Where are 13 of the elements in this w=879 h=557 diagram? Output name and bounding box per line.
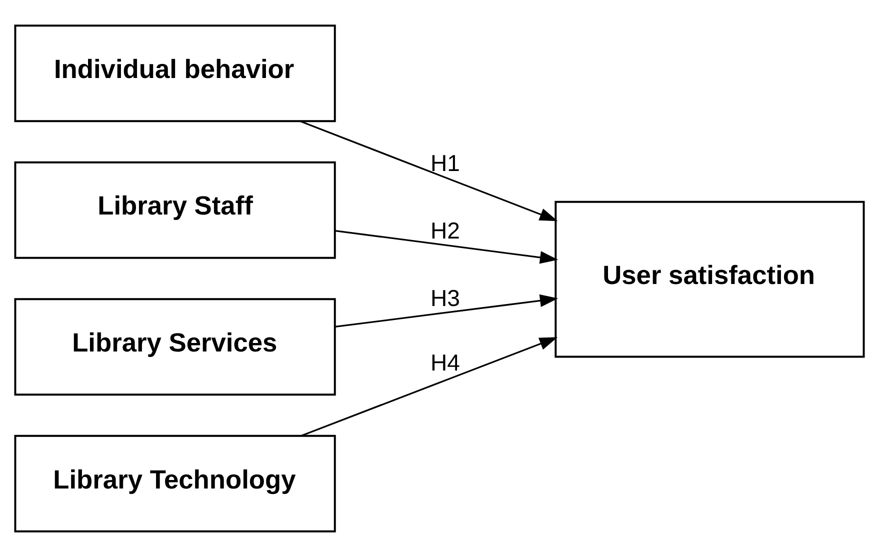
arrow bbox=[300, 120, 558, 222]
node-box: User satisfaction bbox=[554, 200, 865, 358]
edge-label: H3 bbox=[430, 285, 460, 312]
node-box: Library Services bbox=[14, 298, 336, 396]
edge-label: H4 bbox=[430, 349, 460, 376]
node-box: Library Technology bbox=[14, 434, 336, 532]
edge-label: H1 bbox=[430, 150, 460, 176]
arrow bbox=[335, 230, 558, 264]
node-box: Individual behavior bbox=[14, 24, 336, 122]
arrow bbox=[300, 337, 558, 436]
edge-label: H2 bbox=[430, 217, 460, 244]
node-box: Library Staff bbox=[14, 161, 336, 259]
arrow bbox=[335, 294, 558, 328]
